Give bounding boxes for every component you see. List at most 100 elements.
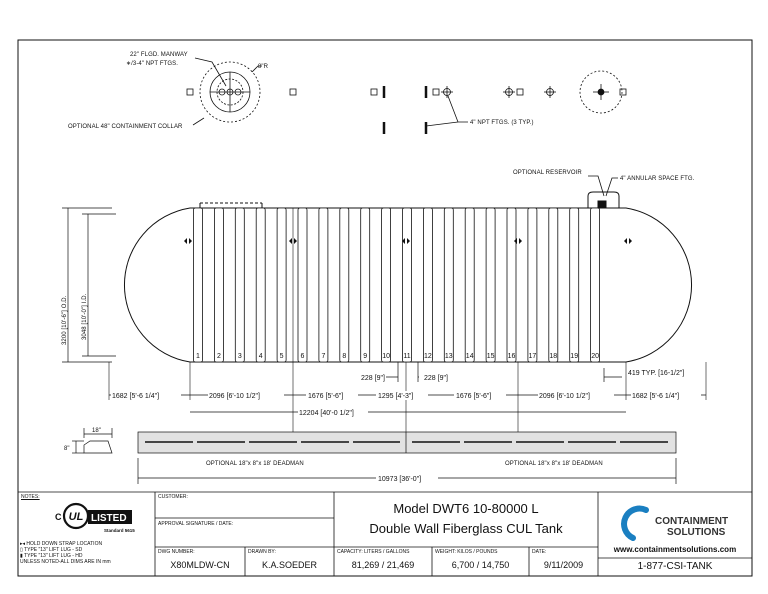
tank-rib: 14	[464, 207, 475, 363]
tank-rib: 2	[213, 207, 224, 363]
rib-body	[443, 207, 454, 363]
tank-rib: 19	[569, 207, 580, 363]
rib-body	[339, 207, 350, 363]
rib-body	[590, 207, 600, 363]
rib-body	[402, 207, 412, 363]
approval-label: APPROVAL SIGNATURE / DATE:	[158, 521, 234, 527]
ul-logo	[62, 502, 132, 530]
weight-label: WEIGHT: KILOS / POUNDS	[435, 549, 498, 555]
dim-1682-right: 1682 [5'-6 1/4"]	[632, 393, 679, 400]
rib-body	[234, 207, 245, 363]
dim-12204: 12204 [40'-0 1/2"]	[299, 410, 354, 417]
sheet-border	[17, 39, 753, 577]
rib-number: 11	[403, 353, 410, 360]
rib-number: 1	[196, 353, 200, 360]
rib-body	[213, 207, 224, 363]
hold-down-strap-marker	[289, 238, 297, 244]
rib-body	[485, 207, 496, 363]
rib-number: 15	[487, 353, 495, 360]
containment-collar-outline	[199, 61, 261, 123]
tank-rib: 20	[590, 207, 600, 363]
drawn-by-value: K.A.SOEDER	[261, 560, 317, 570]
rib-body	[569, 207, 580, 363]
rib-number: 19	[570, 353, 578, 360]
hold-down-strap-marker	[624, 238, 632, 244]
ul-listed-text: LISTED	[91, 513, 127, 524]
dim-2096-left: 2096 [6'-10 1/2"]	[209, 393, 260, 400]
dim-1295: 1295 [4'-3"]	[378, 393, 413, 400]
ul-standard-text: Standard 5615	[104, 528, 135, 533]
title-block-grid	[18, 491, 752, 576]
tank-rib: 5	[276, 207, 287, 363]
ul-letters: UL	[69, 511, 84, 523]
deadman-strip	[137, 431, 677, 454]
collar-label: OPTIONAL 48" CONTAINMENT COLLAR	[68, 124, 183, 130]
rib-number: 16	[508, 353, 516, 360]
weight-value: 6,700 / 14,750	[451, 560, 510, 570]
deadman-section-detail	[72, 428, 113, 454]
tank-rib: 7	[318, 207, 329, 363]
rib-number: 4	[259, 353, 263, 360]
tank-rib: 4	[255, 207, 266, 363]
containment-solutions-logo-mark	[621, 505, 649, 541]
dim-2096-right: 2096 [6'-10 1/2"]	[539, 393, 590, 400]
dwg-number-label: DWG NUMBER:	[158, 549, 195, 555]
rib-number: 8	[342, 353, 346, 360]
rib-body	[193, 207, 203, 363]
rib-number: 7	[321, 353, 325, 360]
date-label: DATE:	[532, 549, 547, 555]
rib-body	[506, 207, 517, 363]
rib-body	[381, 207, 392, 363]
manway-label: 22" FLGD. MANWAY	[130, 52, 188, 58]
note-dims: UNLESS NOTED-ALL DIMS ARE IN mm	[20, 559, 111, 565]
rib-number: 3	[238, 353, 242, 360]
rib-number: 18	[549, 353, 557, 360]
dim-419-typ: 419 TYP. [16-1/2"]	[628, 370, 684, 377]
dimension-texts: 228 [9"] 228 [9"] 419 TYP. [16-1/2"] 168…	[111, 370, 701, 483]
tank-rib: 6	[297, 207, 308, 363]
deadman-left-label: OPTIONAL 18"x 8"x 18' DEADMAN	[206, 461, 304, 467]
tank-rib: 12	[422, 207, 433, 363]
tank-rib: 1	[193, 207, 203, 363]
hold-down-strap-marker	[184, 238, 192, 244]
capacity-value: 81,269 / 21,469	[351, 560, 415, 570]
annular-fitting-label: 4" ANNULAR SPACE FTG.	[620, 176, 695, 182]
rib-body	[276, 207, 287, 363]
rib-body	[422, 207, 433, 363]
rib-number: 6	[301, 353, 305, 360]
tank-rib: 9	[360, 207, 371, 363]
hold-down-strap-marker	[514, 238, 522, 244]
strap-width-label: 18"	[92, 428, 101, 434]
company-name-line1: CONTAINMENT	[655, 516, 729, 527]
tank-rib: 16	[506, 207, 517, 363]
dim-228-left: 228 [9"]	[361, 375, 385, 382]
tank-rib: 11	[402, 207, 412, 363]
dim-1676-left: 1676 [5'-6"]	[308, 393, 343, 400]
length-dimensions	[109, 362, 706, 484]
rib-number: 5	[280, 353, 284, 360]
capacity-label: CAPACITY: LITERS / GALLONS	[337, 549, 410, 555]
company-website: www.containmentsolutions.com	[613, 545, 737, 554]
id-label: 3048 [10'-0"] I.D.	[82, 293, 88, 340]
dim-10973: 10973 [36'-0"]	[378, 476, 421, 483]
tank-rib: 3	[234, 207, 245, 363]
od-label: 3200 [10'-6"] O.D.	[62, 295, 68, 345]
rib-number: 13	[445, 353, 453, 360]
company-phone: 1-877-CSI-TANK	[637, 561, 713, 572]
radius-label: 8"R	[258, 64, 269, 70]
note-lug-hd: ▮ TYPE "13" LIFT LUG - HD	[20, 553, 83, 559]
rib-body	[297, 207, 308, 363]
rib-number: 2	[217, 353, 221, 360]
manway-fittings-label: ∗/3-4" NPT FTGS.	[126, 61, 178, 67]
date-value: 9/11/2009	[543, 560, 584, 570]
tank-rib: 13	[443, 207, 454, 363]
note-lug-sd: ▯ TYPE "13" LIFT LUG - SD	[20, 547, 83, 553]
notes-label: NOTES:	[21, 494, 40, 500]
rib-number: 20	[591, 353, 599, 360]
npt-fittings-label: 4" NPT FTGS. (3 TYP.)	[470, 120, 534, 126]
dwg-number-value: X80MLDW-CN	[170, 560, 230, 570]
model-subtitle: Double Wall Fiberglass CUL Tank	[369, 521, 563, 536]
tank-rib: 8	[339, 207, 350, 363]
